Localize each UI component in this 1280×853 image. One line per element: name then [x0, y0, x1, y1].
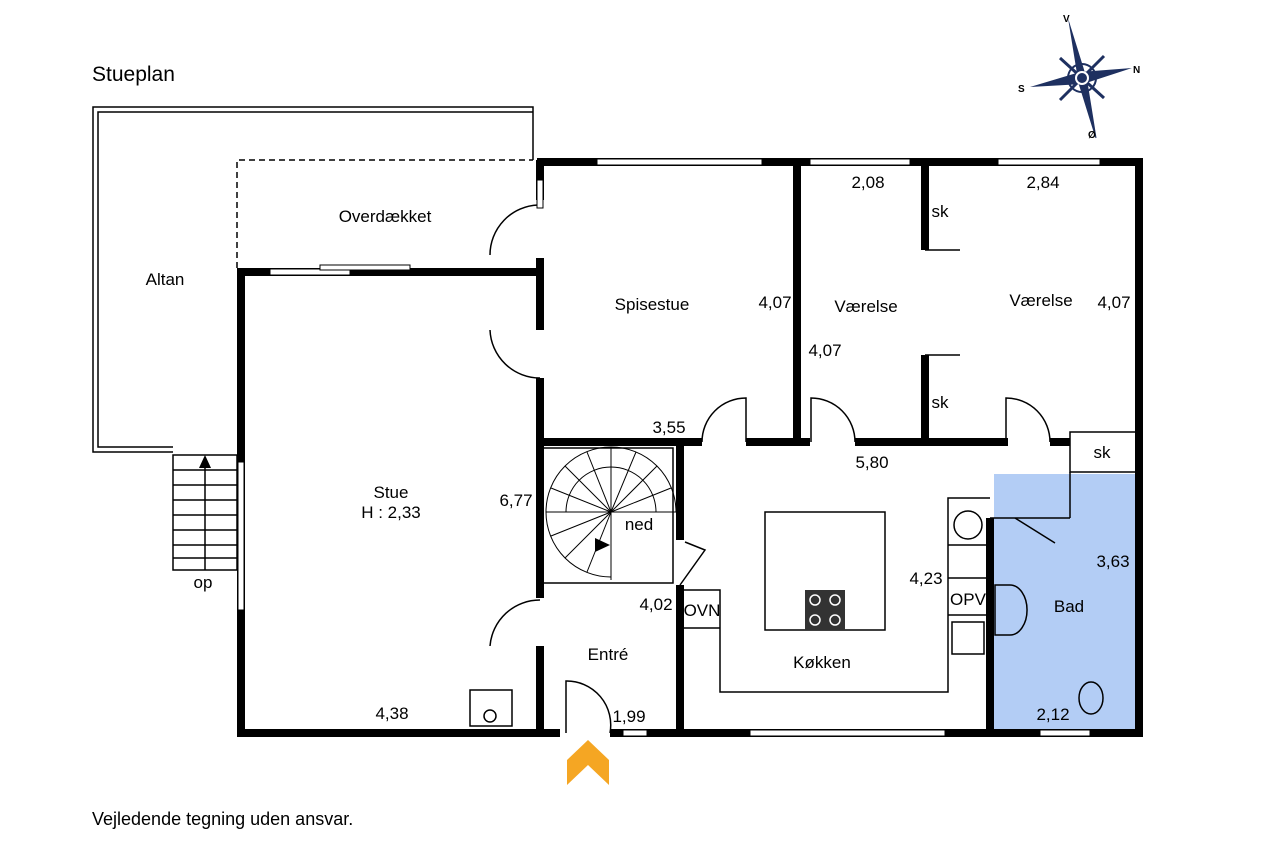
label-ned: ned [625, 515, 653, 534]
spiral-staircase [545, 446, 677, 580]
dim-3-55: 3,55 [652, 418, 685, 437]
room-overdaekket: Overdækket [339, 207, 432, 226]
room-bad: Bad [1054, 597, 1084, 616]
range-hood-icon [953, 510, 983, 540]
disclaimer: Vejledende tegning uden ansvar. [92, 809, 354, 829]
label-sk-2: sk [932, 393, 950, 412]
stair-down-arrow-icon [595, 538, 610, 552]
room-altan: Altan [146, 270, 185, 289]
dim-2-08: 2,08 [851, 173, 884, 192]
thin-lines [469, 204, 1137, 734]
dim-2-84: 2,84 [1026, 173, 1059, 192]
dim-3-63: 3,63 [1096, 552, 1129, 571]
windows [237, 158, 1101, 737]
entrance-arrow-icon [567, 740, 609, 785]
dim-4-23: 4,23 [909, 569, 942, 588]
stair-up-arrow-icon [199, 455, 211, 468]
compass-south: S [1018, 84, 1025, 95]
plan-title: Stueplan [92, 63, 175, 86]
dim-4-07-vaerelse-2: 4,07 [1097, 293, 1130, 312]
room-koekken: Køkken [793, 653, 851, 672]
room-entre: Entré [588, 645, 629, 664]
label-sk-1: sk [932, 202, 950, 221]
compass-icon: V N S Ø [1018, 14, 1140, 141]
bath-area [994, 474, 1137, 731]
dim-2-12: 2,12 [1036, 705, 1069, 724]
compass-north: N [1133, 65, 1140, 76]
room-spisestue: Spisestue [615, 295, 690, 314]
label-opv: OPV [950, 590, 987, 609]
room-stue: Stue [374, 483, 409, 502]
label-ovn: OVN [684, 601, 721, 620]
room-stue-height: H : 2,33 [361, 503, 421, 522]
label-op: op [194, 573, 213, 592]
dim-1-99: 1,99 [612, 707, 645, 726]
compass-west: V [1063, 14, 1070, 25]
room-vaerelse-1: Værelse [834, 297, 897, 316]
compass-east: Ø [1088, 130, 1096, 141]
dim-4-02: 4,02 [639, 595, 672, 614]
room-vaerelse-2: Værelse [1009, 291, 1072, 310]
dim-6-77: 6,77 [499, 491, 532, 510]
label-sk-3: sk [1094, 443, 1112, 462]
dim-4-07-vaerelse: 4,07 [808, 341, 841, 360]
dim-5-80: 5,80 [855, 453, 888, 472]
dim-4-38: 4,38 [375, 704, 408, 723]
balcony-outline [92, 106, 534, 571]
dim-4-07-spisestue: 4,07 [758, 293, 791, 312]
